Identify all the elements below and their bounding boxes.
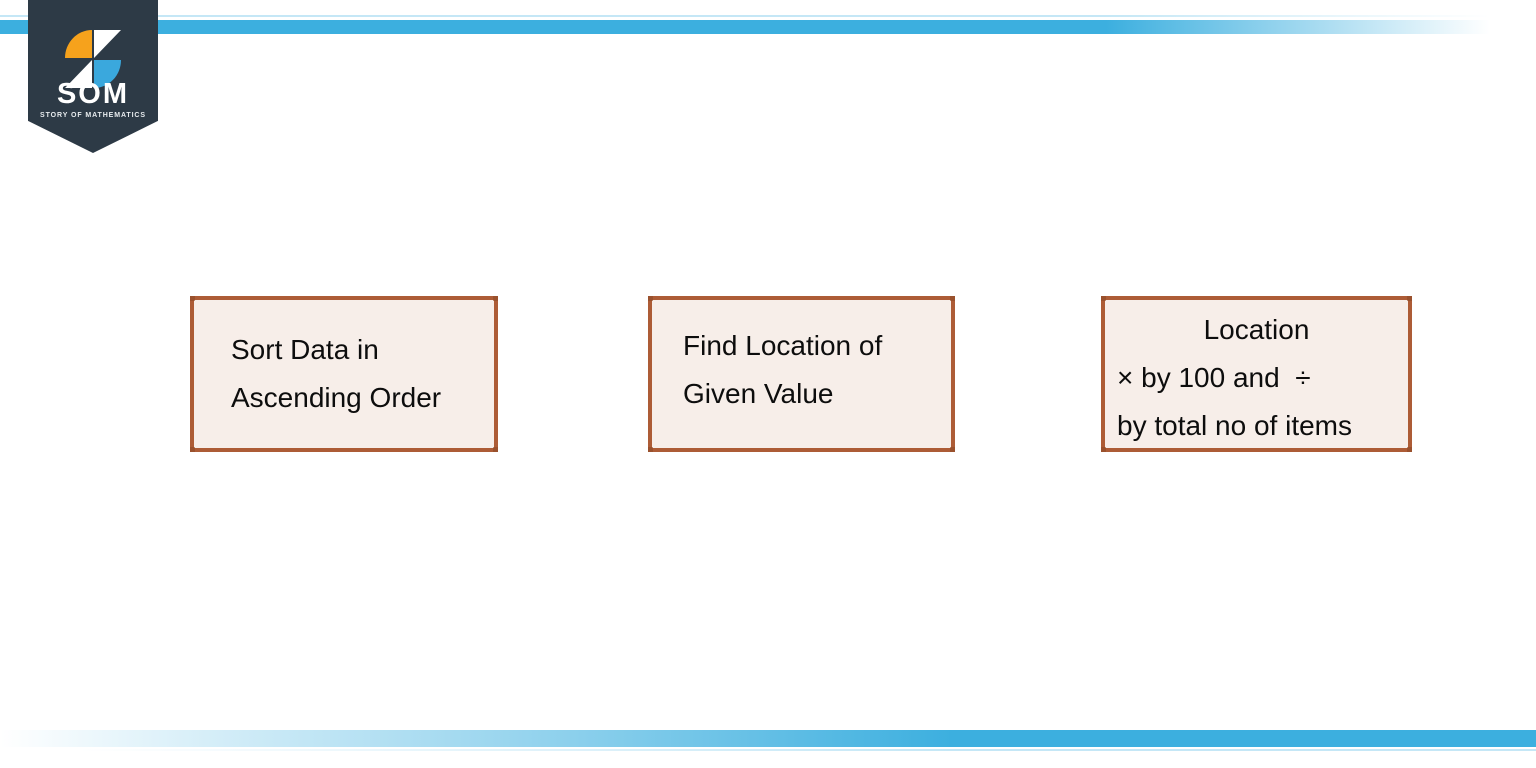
step-box-line: Find Location of <box>683 330 883 361</box>
top-thin-rule <box>0 15 1536 17</box>
step-box-sort-data: Sort Data in Ascending Order <box>190 296 498 452</box>
step-box-line: Sort Data in <box>231 334 379 365</box>
top-accent-bar <box>0 20 1536 34</box>
bottom-thin-rule <box>0 749 1536 751</box>
pinwheel-icon <box>65 30 121 88</box>
bottom-accent-bar <box>0 730 1536 747</box>
som-logo-badge: SOM STORY OF MATHEMATICS <box>28 0 158 153</box>
step-box-line: by total no of items <box>1117 410 1353 441</box>
pinwheel-quarter-orange <box>65 30 92 58</box>
step-box-line: Given Value <box>683 378 834 409</box>
step-box-line: Location <box>1203 314 1310 345</box>
step-box-line: Ascending Order <box>231 382 442 413</box>
step-box-find-location: Find Location of Given Value <box>648 296 955 452</box>
step-box-compute-percentile: Location × by 100 and ÷ by total no of i… <box>1101 296 1412 452</box>
logo-subtitle: STORY OF MATHEMATICS <box>40 112 146 119</box>
logo-title: SOM <box>56 78 130 110</box>
step-box-line: × by 100 and ÷ <box>1117 362 1311 393</box>
pinwheel-triangle-top <box>94 30 121 58</box>
